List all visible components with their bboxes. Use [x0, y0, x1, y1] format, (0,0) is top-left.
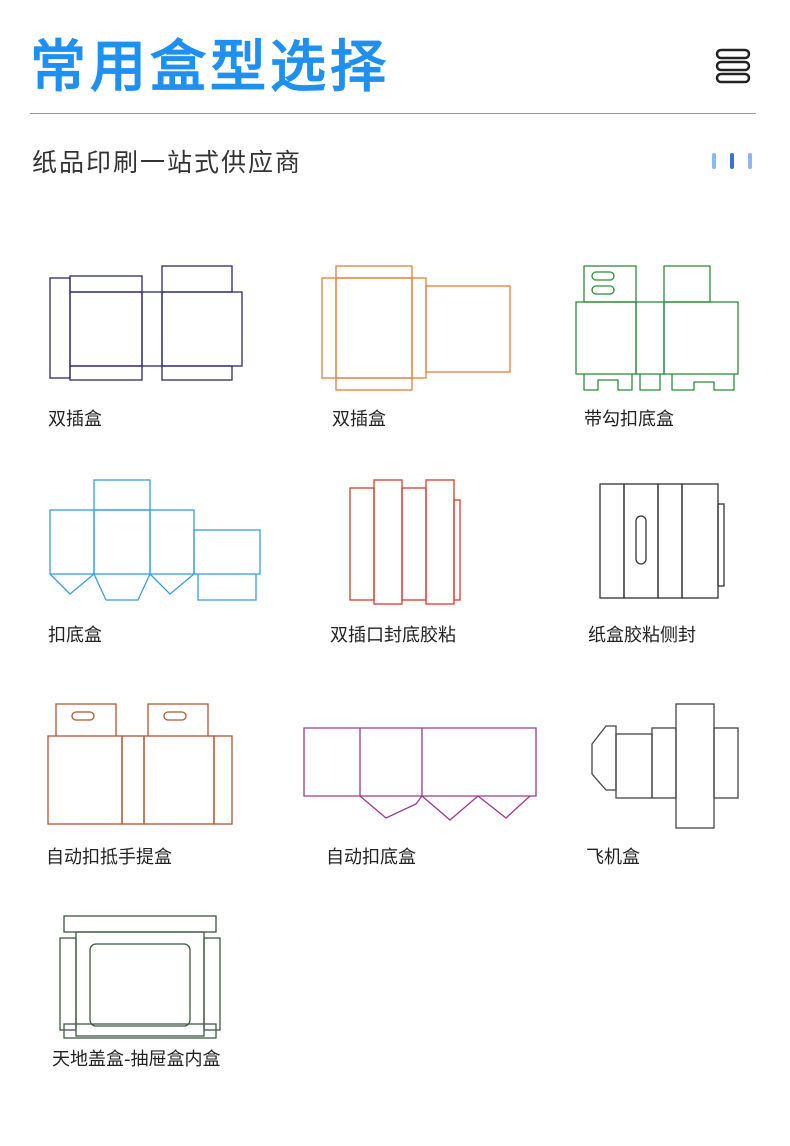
box-label: 自动扣抵手提盒: [46, 847, 172, 868]
page-title: 常用盒型选择: [30, 35, 390, 100]
side-glued-box-dieline-icon: [599, 483, 725, 599]
auto-lock-bottom-box-dieline-icon: [303, 727, 537, 821]
box-label: 双插盒: [48, 409, 102, 430]
lid-base-drawer-box-dieline-icon: [59, 915, 221, 1039]
box-label: 带勾扣底盒: [584, 409, 674, 430]
box-item-5[interactable]: 双插口封底胶粘: [330, 476, 540, 656]
box-label: 双插口封底胶粘: [330, 625, 456, 646]
box-item-4[interactable]: 扣底盒: [48, 476, 268, 656]
box-item-9[interactable]: 飞机盒: [586, 700, 790, 880]
box-item-6[interactable]: 纸盒胶粘侧封: [588, 476, 790, 656]
box-item-3[interactable]: 带勾扣底盒: [574, 262, 774, 442]
box-item-7[interactable]: 自动扣抵手提盒: [46, 700, 246, 880]
box-item-1[interactable]: 双插盒: [48, 262, 248, 442]
dot-1: [712, 153, 716, 169]
auto-lock-handle-box-dieline-icon: [47, 703, 233, 825]
header-divider: [30, 113, 756, 114]
book-stack-icon[interactable]: [714, 48, 752, 84]
box-label: 扣底盒: [48, 625, 102, 646]
box-label: 纸盒胶粘侧封: [588, 625, 696, 646]
box-item-10[interactable]: 天地盖盒-抽屉盒内盒: [52, 912, 256, 1092]
dot-3: [748, 153, 752, 169]
decorative-dots-icon: [712, 153, 754, 171]
glued-bottom-tuck-box-dieline-icon: [349, 479, 461, 605]
box-item-2[interactable]: 双插盒: [320, 262, 520, 442]
box-item-8[interactable]: 自动扣底盒: [300, 700, 540, 880]
page-subtitle: 纸品印刷一站式供应商: [32, 148, 303, 177]
mailer-box-dieline-icon: [591, 703, 739, 829]
box-label: 双插盒: [332, 409, 386, 430]
box-label: 自动扣底盒: [326, 847, 416, 868]
hook-lock-bottom-box-dieline-icon: [575, 265, 739, 391]
box-label: 天地盖盒-抽屉盒内盒: [52, 1049, 221, 1070]
double-tuck-box-dieline-icon: [321, 265, 511, 391]
box-label: 飞机盒: [586, 847, 640, 868]
dot-2: [730, 153, 734, 169]
lock-bottom-box-dieline-icon: [49, 479, 261, 601]
double-tuck-box-dieline-icon: [49, 265, 243, 381]
